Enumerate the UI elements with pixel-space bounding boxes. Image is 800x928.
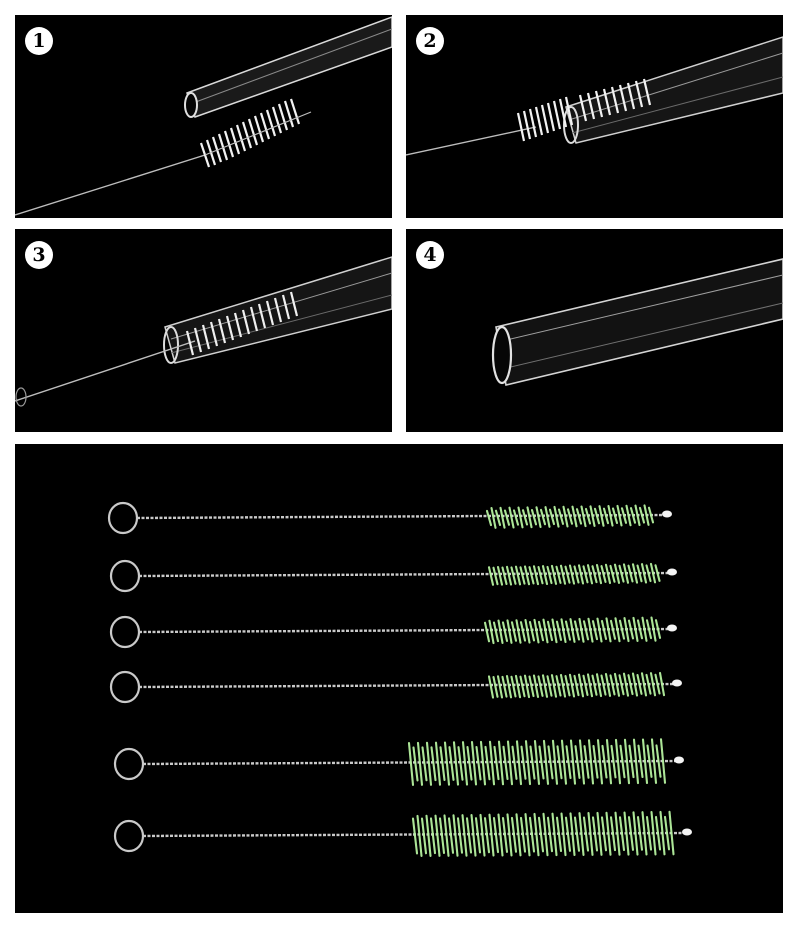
green-cleaning-brush	[113, 738, 684, 786]
step-number-badge-2: 2	[416, 27, 444, 55]
green-bristle-head	[411, 810, 675, 858]
step-number-badge-1: 1	[25, 27, 53, 55]
white-bristle-head	[185, 291, 299, 356]
wire-loop-handle	[109, 670, 141, 704]
glass-straw	[491, 258, 783, 386]
step-4-illustration	[491, 258, 783, 386]
step-number-badge-4: 4	[416, 241, 444, 269]
step-3-illustration	[15, 256, 392, 407]
step-2-photo: 2	[406, 15, 783, 218]
twisted-wire-shaft	[142, 831, 684, 838]
wire-loop-handle	[109, 615, 141, 649]
brush-set-photo	[15, 444, 783, 913]
wire-loop-handle	[113, 819, 145, 853]
green-cleaning-brush	[109, 559, 677, 593]
white-bristle-head	[199, 98, 301, 168]
tip-bead	[682, 828, 692, 836]
tip-bead	[674, 756, 684, 764]
brush-set-illustration	[107, 501, 692, 858]
green-bristle-head	[483, 616, 662, 645]
green-bristle-head	[485, 504, 655, 529]
green-cleaning-brush	[113, 810, 692, 858]
brush-wire	[15, 154, 206, 216]
step-2-illustration	[406, 36, 783, 156]
white-bristle-head	[516, 78, 652, 142]
step-1-illustration	[15, 16, 392, 216]
twisted-wire-shaft	[138, 571, 669, 578]
tip-bead	[667, 568, 677, 576]
brush-wire	[15, 340, 196, 402]
twisted-wire-shaft	[138, 627, 669, 634]
step-4-photo: 4	[406, 229, 783, 432]
tip-bead	[672, 679, 682, 687]
twisted-wire-shaft	[138, 682, 674, 689]
green-cleaning-brush	[109, 615, 677, 649]
glass-straw	[563, 36, 783, 144]
green-bristle-head	[407, 738, 667, 786]
wire-loop-handle	[109, 559, 141, 593]
glass-straw	[184, 16, 392, 118]
green-bristle-head	[487, 562, 661, 586]
brush-wire	[406, 126, 537, 156]
tip-bead	[662, 510, 672, 518]
tip-bead	[667, 624, 677, 632]
green-cleaning-brush	[109, 670, 682, 704]
green-bristle-head	[487, 671, 666, 699]
wire-loop-handle	[113, 747, 145, 781]
wire-loop-handle	[107, 501, 139, 535]
step-number-badge-3: 3	[25, 241, 53, 269]
green-cleaning-brush	[107, 501, 672, 535]
step-1-photo: 1	[15, 15, 392, 218]
step-3-photo: 3	[15, 229, 392, 432]
